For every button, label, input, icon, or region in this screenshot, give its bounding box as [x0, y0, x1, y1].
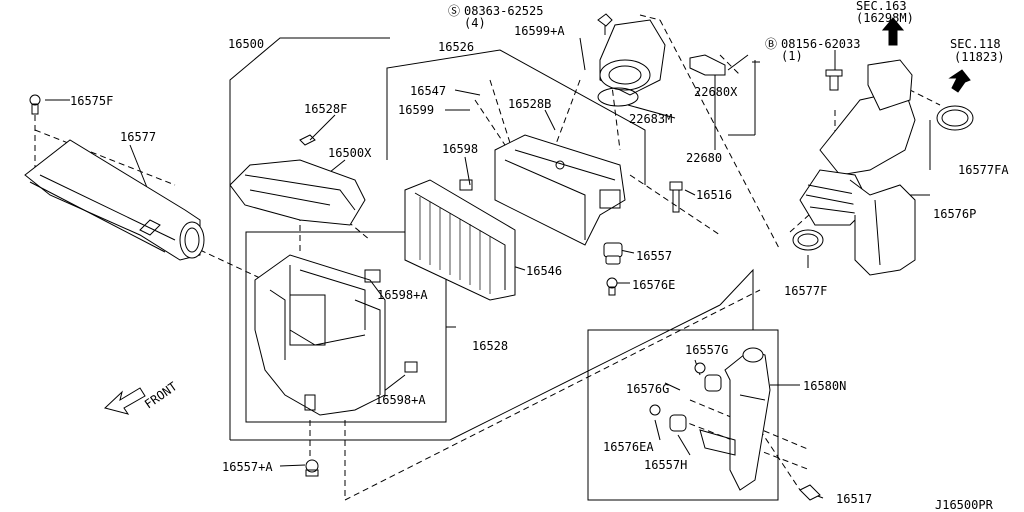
label-16580N: 16580N	[803, 379, 847, 393]
diagram-id: J16500PR	[935, 498, 993, 512]
b-mark-icon: Ⓑ	[765, 37, 778, 51]
label-22683M: 22683M	[629, 112, 673, 126]
label-16528: 16528	[472, 339, 509, 353]
air-duct-16577-shape	[24, 139, 205, 261]
label-16528F: 16528F	[304, 102, 348, 116]
label-16599: 16599	[398, 103, 435, 117]
label-16526: 16526	[438, 40, 475, 54]
front-arrow	[103, 387, 146, 415]
upper-cover-16500X-shape	[229, 134, 366, 226]
label-16557H: 16557H	[644, 458, 688, 472]
label-16557: 16557	[636, 249, 673, 263]
label-08363-62525: 08363-62525	[464, 4, 544, 18]
label-08156-62033: 08156-62033	[781, 37, 861, 51]
label-16576EA: 16576EA	[603, 440, 654, 454]
label-08156-qty: (1)	[781, 49, 803, 63]
label-16528B: 16528B	[508, 97, 552, 111]
group-outline-16526	[386, 49, 646, 185]
label-16546: 16546	[526, 264, 563, 278]
label-16575F: 16575F	[70, 94, 114, 108]
label-22680: 22680	[686, 151, 723, 165]
label-22680X: 22680X	[694, 85, 738, 99]
grommet-16557-shape	[603, 242, 623, 296]
group-box-16580N	[587, 329, 779, 501]
label-16516: 16516	[696, 188, 733, 202]
resonator-16580N-shape	[649, 347, 821, 501]
label-16577F: 16577F	[784, 284, 828, 298]
label-sec118: SEC.118	[950, 37, 1001, 51]
maf-sensor-22680-shape	[597, 13, 760, 107]
label-16577FA: 16577FA	[958, 163, 1009, 177]
dashed-leaders	[34, 14, 941, 501]
label-16576G: 16576G	[626, 382, 670, 396]
group-outline-16500	[229, 37, 390, 440]
label-16557G: 16557G	[685, 343, 729, 357]
grommet-16557A-shape	[305, 459, 319, 477]
air-cover-16526-shape	[459, 134, 626, 246]
label-sec163: SEC.163	[856, 0, 907, 13]
label-16557A: 16557+A	[222, 460, 273, 474]
label-16500: 16500	[228, 37, 265, 51]
label-16598A-upper: 16598+A	[377, 288, 428, 302]
label-16598A-lower: 16598+A	[375, 393, 426, 407]
label-16576P: 16576P	[933, 207, 977, 221]
label-16599A: 16599+A	[514, 24, 565, 38]
s-mark-icon: Ⓢ	[448, 4, 461, 18]
label-08363-qty: (4)	[464, 16, 486, 30]
section-arrows	[881, 17, 971, 93]
lower-case-16528-shape	[254, 254, 418, 416]
air-element-16546-shape	[404, 179, 516, 301]
label-sec163-ref: (16298M)	[856, 11, 914, 25]
label-16576E: 16576E	[632, 278, 676, 292]
label-16577: 16577	[120, 130, 157, 144]
label-16517: 16517	[836, 492, 873, 506]
label-16500X: 16500X	[328, 146, 372, 160]
bolt-16516-shape	[669, 181, 683, 213]
label-16547: 16547	[410, 84, 447, 98]
intake-duct-16576P-shape	[792, 59, 974, 276]
label-16598: 16598	[442, 142, 479, 156]
label-sec118-ref: (11823)	[954, 50, 1005, 64]
bolt-16575F-shape	[29, 94, 41, 115]
